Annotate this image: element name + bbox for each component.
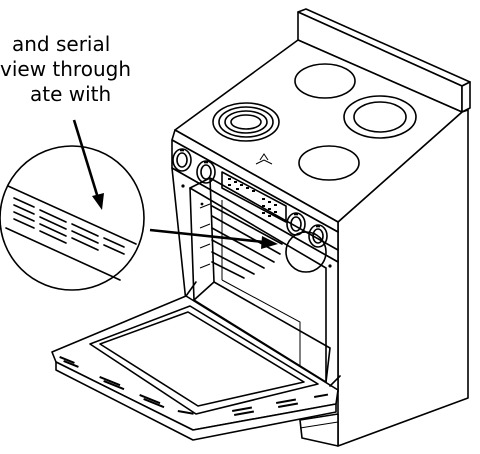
burner-right-front — [298, 145, 360, 181]
knob-1 — [172, 148, 192, 172]
magnified-detail-circle — [0, 145, 145, 291]
burner-left-rear — [294, 63, 356, 99]
oven-door-open — [51, 281, 341, 441]
storage-drawer — [299, 413, 339, 447]
backguard — [297, 8, 471, 113]
cooktop-logo-mark — [255, 153, 273, 165]
burner-right-rear — [343, 95, 417, 139]
callout-arrow-to-frame — [149, 228, 278, 249]
burner-left-front — [212, 102, 280, 142]
caption-line-2: view through — [0, 57, 131, 81]
serial-plate-callout-circle — [285, 231, 327, 273]
callout-arrow-to-magnifier — [72, 119, 104, 210]
caption-text: and serial view through ate with — [0, 32, 131, 107]
caption-line-1: and serial — [12, 32, 111, 56]
caption-line-3: ate with — [30, 82, 112, 106]
